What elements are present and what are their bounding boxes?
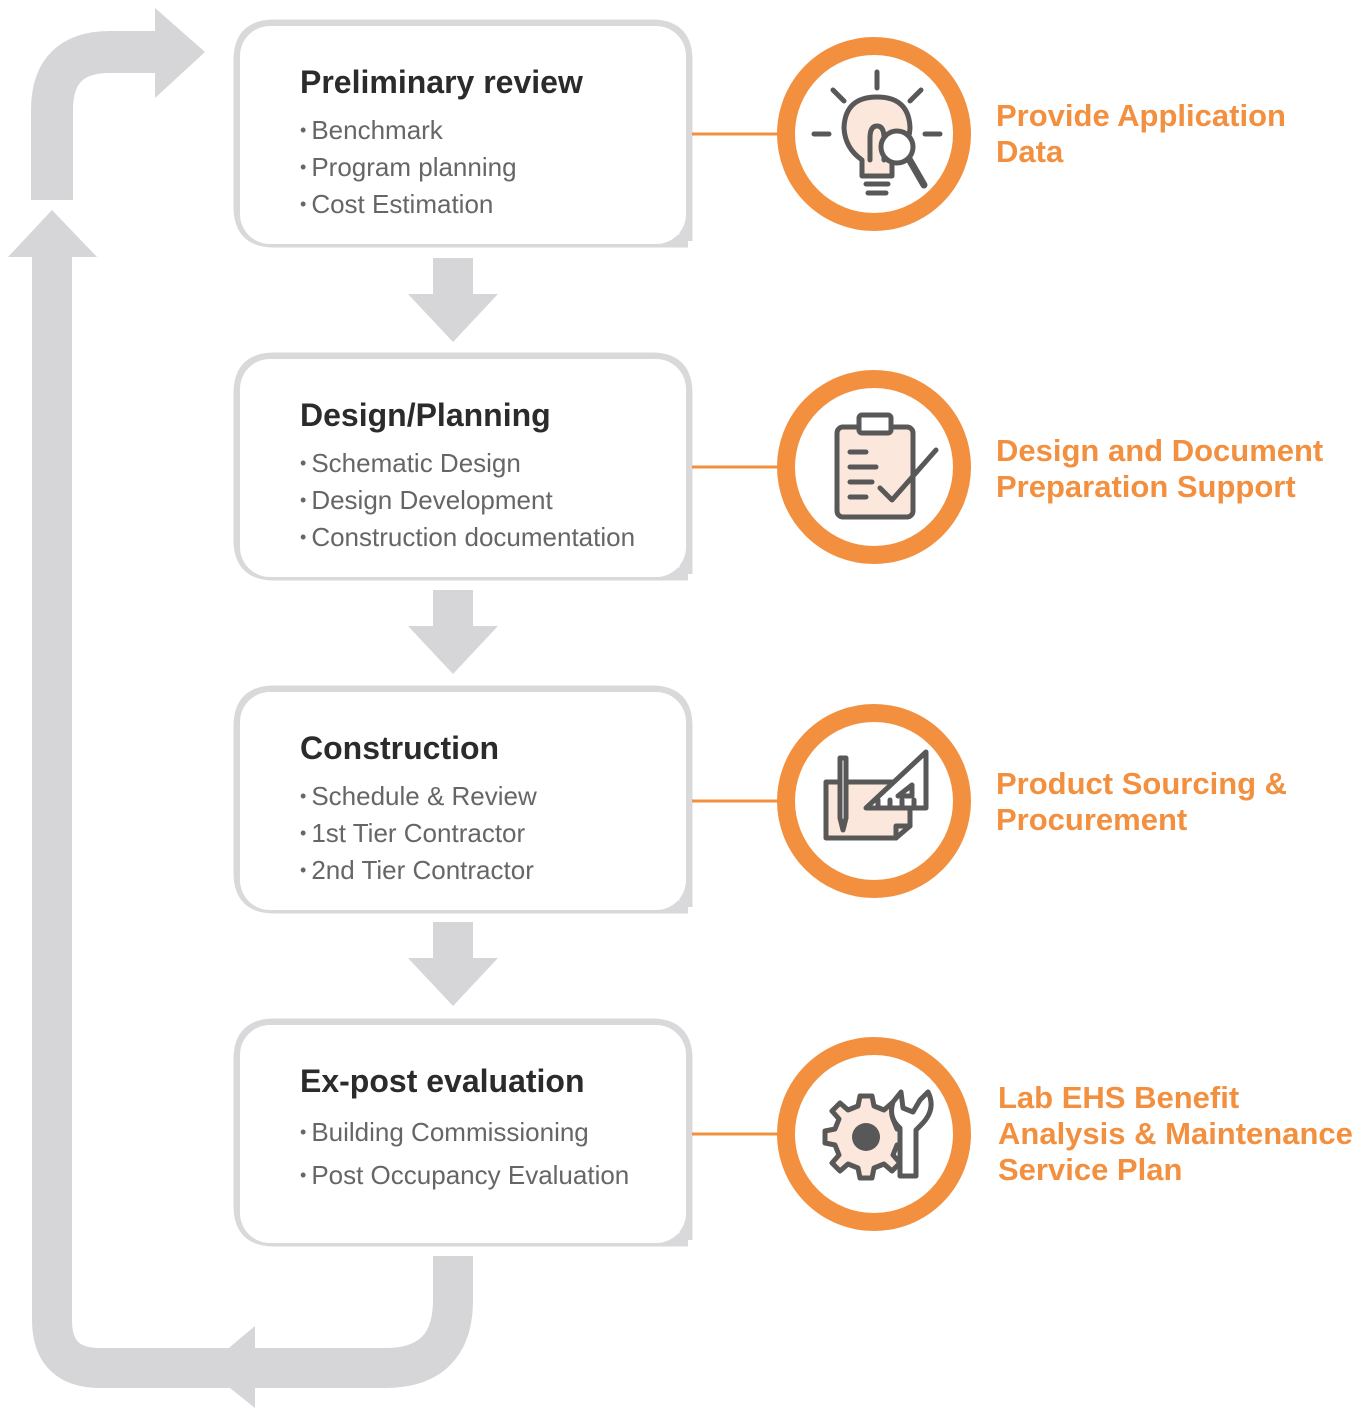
down-arrow-1 — [408, 258, 498, 342]
down-arrow-3 — [408, 922, 498, 1006]
service-label-procurement: Product Sourcing &Procurement — [996, 766, 1288, 837]
stage-title: Preliminary review — [300, 64, 583, 100]
loop-arrow-left — [8, 210, 97, 1265]
stage-item: •2nd Tier Contractor — [300, 855, 534, 885]
stage-item-list: •Benchmark •Program planning •Cost Estim… — [300, 112, 517, 223]
stage-item-list: •Schematic Design •Design Development •C… — [300, 445, 635, 556]
stage-item: •Benchmark — [300, 115, 443, 145]
stage-item: •Program planning — [300, 152, 517, 182]
stage-card-design-planning: Design/Planning •Schematic Design •Desig… — [240, 359, 686, 577]
stage-title: Construction — [300, 730, 500, 766]
stage-item: •Construction documentation — [300, 522, 636, 552]
stage-item: •Post Occupancy Evaluation — [300, 1160, 630, 1190]
stage-item: •Design Development — [300, 485, 553, 515]
gear-wrench-icon — [822, 1089, 934, 1181]
loop-arrow-top — [31, 8, 205, 200]
stage-card-preliminary-review: Preliminary review •Benchmark •Program p… — [240, 26, 686, 244]
stage-item: •Building Commissioning — [300, 1117, 589, 1147]
loop-arrow-bottom — [32, 1256, 473, 1408]
stage-title: Ex-post evaluation — [300, 1063, 585, 1099]
stage-title: Design/Planning — [300, 397, 551, 433]
stage-item: •1st Tier Contractor — [300, 818, 526, 848]
stage-card-ex-post-evaluation: Ex-post evaluation •Building Commissioni… — [240, 1025, 686, 1243]
stage-item: •Cost Estimation — [300, 189, 494, 219]
stage-item: •Schematic Design — [300, 448, 521, 478]
stage-item-list: •Schedule & Review •1st Tier Contractor … — [300, 778, 537, 889]
pen-ruler-icon — [823, 749, 929, 841]
stage-item: •Schedule & Review — [300, 781, 537, 811]
stage-item-list: •Building Commissioning •Post Occupancy … — [300, 1111, 629, 1197]
down-arrow-2 — [408, 590, 498, 674]
stage-card-construction: Construction •Schedule & Review •1st Tie… — [240, 692, 686, 910]
clipboard-check-icon — [834, 412, 939, 520]
lightbulb-magnifier-icon — [811, 69, 943, 196]
